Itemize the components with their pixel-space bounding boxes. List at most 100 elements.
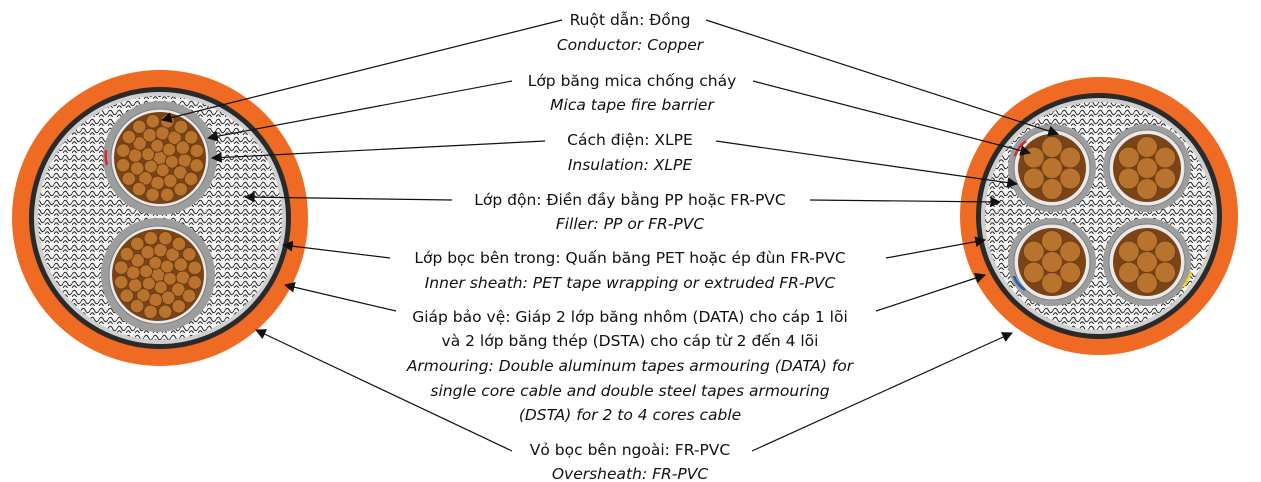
component-labels: Ruột dẫn: Đồng Conductor: Copper Lớp băn… [406,11,855,482]
copper-strand [1022,240,1045,263]
copper-strand [141,276,156,291]
copper-strand [1059,146,1082,169]
copper-strand [115,157,131,173]
leader-armour-right [875,272,987,312]
leader-insulation-left [210,140,546,163]
phase-marker [104,149,109,166]
copper-strand [1117,146,1140,169]
label-conductor-en: Conductor: Copper [557,36,705,54]
copper-strand [1041,272,1063,294]
copper-strand [136,287,151,303]
cable-core [1008,124,1096,212]
four-core-cable [960,77,1238,355]
leader-oversheath-right [751,332,1013,452]
copper-strand [1136,272,1158,294]
copper-strand [1041,230,1063,252]
leader-lines [160,19,1060,452]
leader-oversheath-left [255,329,513,452]
copper-strand [170,282,186,297]
label-oversheath-vi: Vỏ bọc bên ngoài: FR-PVC [530,441,730,459]
leader-mica-right [752,80,1032,156]
label-insulation-en: Insulation: XLPE [568,156,693,174]
copper-strand [132,136,148,151]
copper-strand [1154,167,1177,190]
copper-strand [1059,167,1082,190]
copper-strand [121,171,137,187]
two-core-cable [12,70,308,366]
copper-strand [183,129,199,145]
copper-strand [1022,146,1045,169]
copper-strand [1136,136,1158,158]
copper-strand [143,304,158,320]
copper-strand [131,181,147,197]
copper-strand [130,253,146,268]
copper-strand [167,130,182,146]
copper-strand [121,129,137,145]
copper-strand [1059,240,1082,263]
label-insulation-vi: Cách điện: XLPE [567,131,693,149]
copper-strand [1136,157,1158,179]
copper-strand [1041,251,1063,273]
leader-filler-left [243,191,453,203]
copper-strand [113,274,129,290]
cable-core [1103,218,1193,306]
leader-filler-right [809,196,1002,208]
cable-core [1103,124,1191,212]
label-inner-sheath-vi: Lớp bọc bên trong: Quấn băng PET hoặc ép… [414,249,845,267]
phase-marker [1182,271,1193,288]
leader-inner-sheath-right [885,236,987,259]
cable-core [101,218,215,332]
copper-strand [189,158,205,173]
copper-strand [175,140,191,156]
label-mica-vi: Lớp băng mica chống cháy [528,72,737,90]
copper-strand [1136,251,1158,273]
copper-strand [1041,157,1063,179]
label-inner-sheath-en: Inner sheath: PET tape wrapping or extru… [425,274,836,292]
leader-conductor-right [705,19,1060,137]
copper-strand [173,119,189,135]
copper-strand [143,159,158,174]
copper-strand [119,246,135,262]
copper-strand [115,143,131,158]
phase-marker [1012,275,1026,292]
copper-strand [131,119,147,135]
copper-strand [1022,261,1045,284]
copper-strand [172,165,188,180]
leader-mica-left [206,80,513,142]
copper-strand [160,113,175,129]
copper-strand [1154,261,1177,284]
copper-strand [145,113,161,129]
copper-strand [160,259,175,274]
leader-armour-left [283,281,397,312]
cable-core [103,101,217,215]
leader-conductor-left [160,19,563,123]
copper-strand [181,288,197,304]
copper-strand [1041,178,1063,200]
label-conductor-vi: Ruột dẫn: Đồng [570,11,691,29]
copper-strand [159,187,175,203]
copper-strand [1117,240,1140,263]
copper-strand [171,236,187,252]
copper-strand [173,257,189,273]
label-oversheath-en: Oversheath: FR-PVC [552,465,708,482]
copper-strand [113,260,129,275]
label-filler-vi: Lớp độn: Điền đầy bằng PP hoặc FR-PVC [474,191,785,209]
copper-strand [1136,178,1158,200]
label-armour-vi-2: và 2 lớp băng thép (DSTA) cho cáp từ 2 đ… [442,332,819,350]
copper-strand [171,298,187,314]
copper-strand [1136,230,1158,252]
copper-strand [165,247,180,263]
copper-strand [1117,167,1140,190]
copper-strand [1022,167,1045,190]
copper-strand [162,142,177,157]
copper-strand [1154,240,1177,263]
copper-strand [119,288,135,304]
copper-strand [129,236,145,252]
copper-strand [1117,261,1140,284]
copper-strand [1041,136,1063,158]
copper-strand [145,187,160,203]
copper-strand [187,275,203,290]
copper-strand [157,304,173,320]
copper-strand [143,230,159,246]
